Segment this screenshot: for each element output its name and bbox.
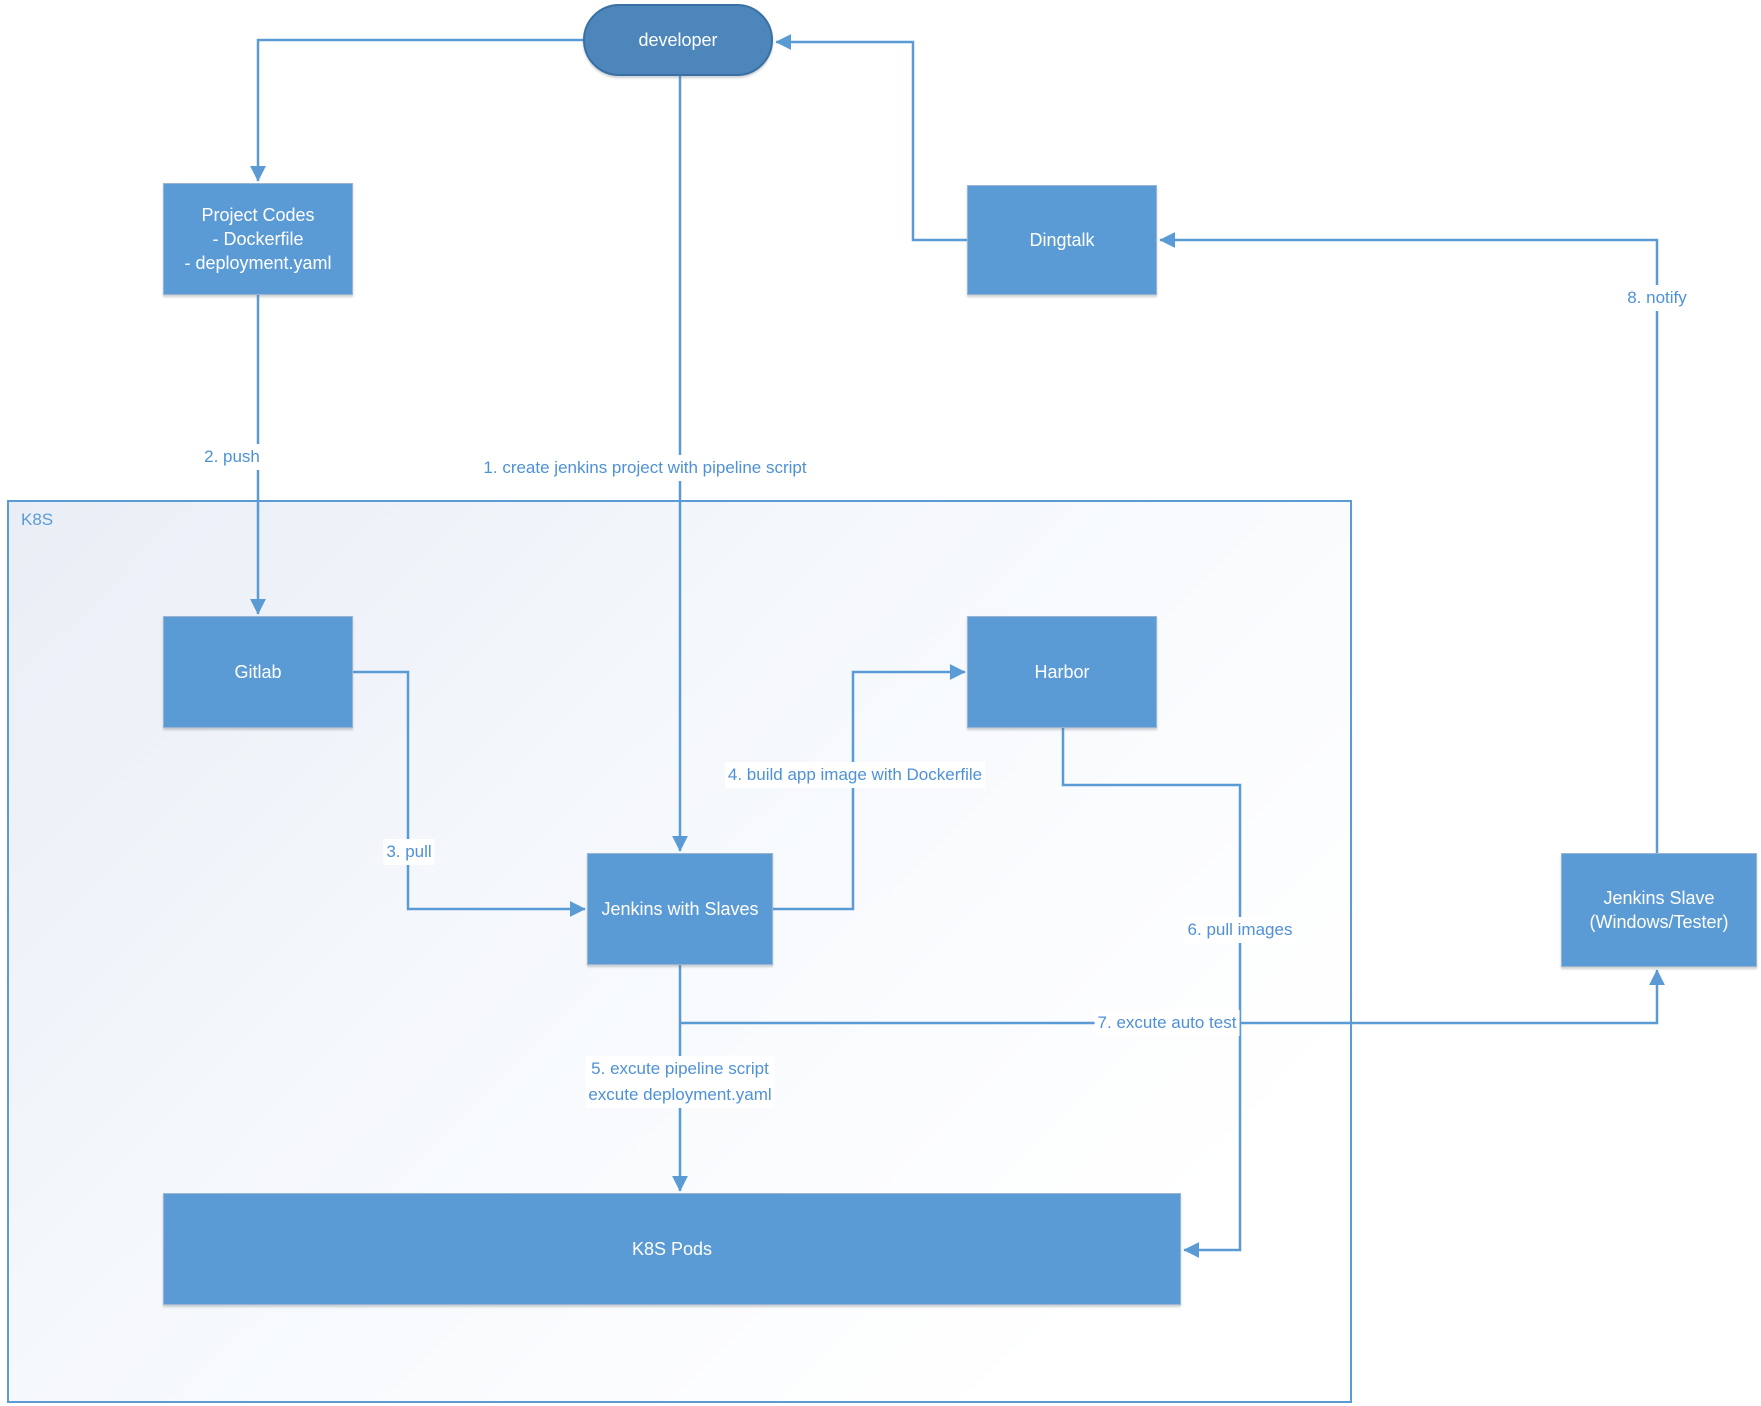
edge-build-jenkins-to-harbor: [773, 664, 966, 911]
node-gitlab: Gitlab: [163, 616, 353, 728]
node-jenkins-slave-line-1: Jenkins Slave: [1603, 888, 1715, 908]
node-developer-label: developer: [638, 30, 718, 50]
node-developer: developer: [583, 4, 773, 76]
edge-label-create-project: 1. create jenkins project with pipeline …: [480, 455, 810, 481]
node-k8s-pods-label: K8S Pods: [631, 1239, 713, 1259]
node-jenkins-with-slaves: Jenkins with Slaves: [587, 853, 773, 965]
node-project-codes-line-3: - deployment.yaml: [184, 253, 332, 273]
edge-dingtalk-to-developer: [775, 34, 967, 242]
node-project-codes-line-2: - Dockerfile: [212, 229, 304, 249]
edge-label-pull-images: 6. pull images: [1184, 917, 1296, 943]
edge-label-execute-pipeline: 5. excute pipeline script excute deploym…: [585, 1056, 775, 1108]
node-k8s-pods: K8S Pods: [163, 1193, 1181, 1305]
node-project-codes-line-1: Project Codes: [201, 205, 315, 225]
edge-auto-test-jenkins-to-jenkins-slave: [680, 969, 1665, 1025]
edge-label-execute-pipeline-line-2: excute deployment.yaml: [588, 1085, 772, 1104]
node-jenkins-with-slaves-label: Jenkins with Slaves: [601, 899, 759, 919]
node-dingtalk: Dingtalk: [967, 185, 1157, 295]
edge-pull-gitlab-to-jenkins: [353, 670, 586, 917]
edge-label-push: 2. push: [201, 444, 263, 470]
edge-label-build-image: 4. build app image with Dockerfile: [724, 762, 986, 788]
node-harbor: Harbor: [967, 616, 1157, 728]
edge-developer-to-project-codes: [250, 38, 583, 182]
k8s-group-label: K8S: [21, 510, 54, 529]
edge-label-pull: 3. pull: [383, 839, 435, 865]
node-jenkins-slave: Jenkins Slave (Windows/Tester): [1561, 853, 1757, 967]
edge-label-execute-pipeline-line-1: 5. excute pipeline script: [591, 1059, 769, 1078]
node-project-codes: Project Codes - Dockerfile - deployment.…: [163, 183, 353, 295]
edge-pull-images-harbor-to-k8s-pods: [1061, 728, 1242, 1258]
edge-notify-jenkins-slave-to-dingtalk: [1159, 232, 1659, 853]
node-harbor-label: Harbor: [1034, 662, 1090, 682]
edge-label-auto-test: 7. excute auto test: [1094, 1010, 1240, 1036]
node-dingtalk-label: Dingtalk: [1029, 230, 1095, 250]
node-jenkins-slave-line-2: (Windows/Tester): [1589, 912, 1729, 932]
node-gitlab-label: Gitlab: [234, 662, 282, 682]
edge-label-notify: 8. notify: [1624, 285, 1690, 311]
